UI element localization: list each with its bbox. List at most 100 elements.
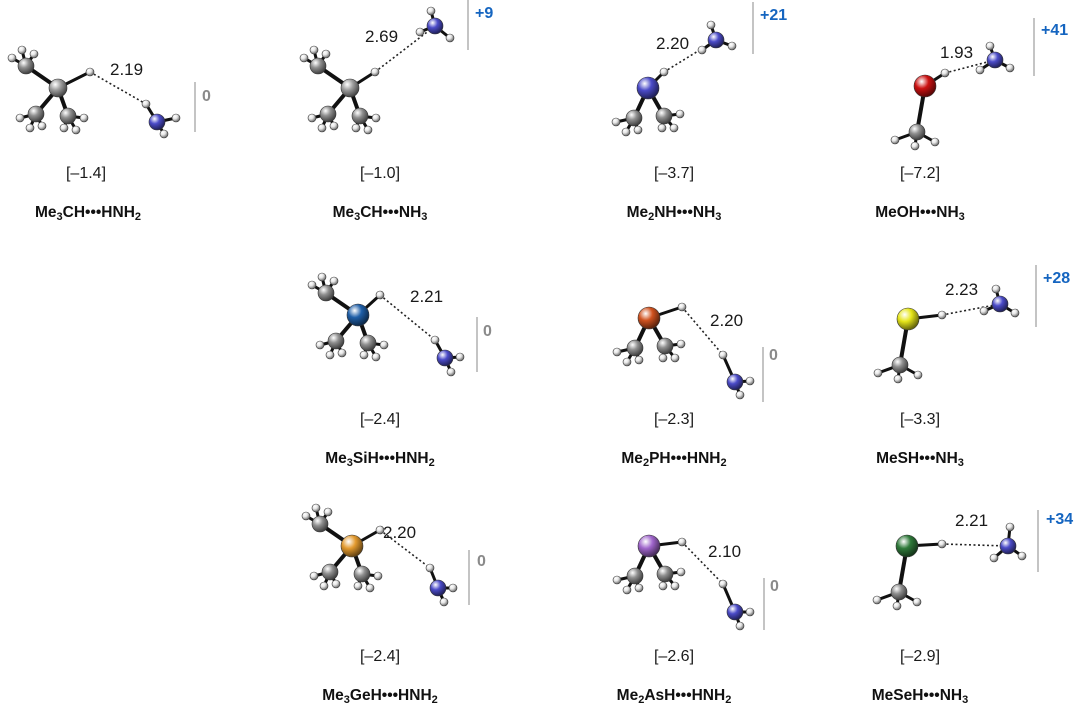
shift-bar bbox=[468, 550, 470, 605]
hydrogen-atom bbox=[670, 581, 680, 591]
donor-hydrogen-atom bbox=[659, 67, 669, 77]
panel-me3ch-hnh2: 2.19 0 [–1.4] Me3CH•••HNH2 bbox=[0, 0, 260, 235]
molecule-diagram bbox=[890, 41, 1015, 151]
hydrogen-atom bbox=[309, 571, 319, 581]
carbon-atom bbox=[891, 356, 909, 374]
donor-hydrogen-atom bbox=[937, 539, 947, 549]
hydrogen-atom bbox=[612, 575, 622, 585]
binding-energy: [–2.4] bbox=[359, 648, 401, 665]
donor-hydrogen-atom bbox=[677, 537, 687, 547]
donor-hydrogen-atom bbox=[375, 525, 385, 535]
molecule-diagram bbox=[612, 302, 755, 400]
carbon-atom bbox=[656, 565, 674, 583]
hydrogen-atom bbox=[371, 113, 381, 123]
complex-label: Me2PH•••HNH2 bbox=[621, 450, 727, 469]
molecule-diagram bbox=[612, 534, 755, 631]
binding-energy: [–1.4] bbox=[65, 165, 107, 182]
central-atom bbox=[913, 74, 937, 98]
hydrogen-atom bbox=[890, 135, 900, 145]
hydrogen-atom bbox=[675, 109, 685, 119]
hydrogen-atom bbox=[37, 121, 47, 131]
hydrogen-atom bbox=[159, 129, 169, 139]
panel-mesh-nh3: 2.23 +28 [–3.3] MeSH•••NH3 bbox=[850, 245, 1080, 480]
central-atom bbox=[346, 303, 370, 327]
molecule-diagram bbox=[299, 6, 455, 135]
distance-label: 2.20 bbox=[710, 311, 744, 330]
donor-hydrogen-atom bbox=[940, 68, 950, 78]
hydrogen-atom bbox=[975, 65, 985, 75]
hydrogen-atom bbox=[371, 352, 381, 362]
carbon-atom bbox=[311, 515, 329, 533]
nitrogen-atom bbox=[999, 537, 1017, 555]
hydrogen-atom bbox=[745, 376, 755, 386]
central-atom bbox=[895, 534, 919, 558]
hydrogen-atom bbox=[912, 597, 922, 607]
hydrogen-atom bbox=[745, 607, 755, 617]
hydrogen-atom bbox=[612, 347, 622, 357]
hydrogen-atom bbox=[15, 113, 25, 123]
binding-energy: [–2.6] bbox=[653, 648, 695, 665]
hydrogen-atom bbox=[985, 41, 995, 51]
hydrogen-atom bbox=[622, 585, 632, 595]
complex-label: MeOH•••NH3 bbox=[875, 204, 965, 223]
molecule-diagram bbox=[7, 45, 181, 139]
carbon-atom bbox=[317, 284, 335, 302]
hydrogen-atom bbox=[727, 41, 737, 51]
carbon-atom bbox=[359, 334, 377, 352]
hydrogen-atom bbox=[634, 583, 644, 593]
hydrogen-atom bbox=[676, 339, 686, 349]
central-atom bbox=[340, 78, 360, 98]
carbon-atom bbox=[890, 583, 908, 601]
distance-label: 2.19 bbox=[110, 60, 144, 79]
complex-label: Me3SiH•••HNH2 bbox=[325, 450, 435, 469]
shift-bar bbox=[763, 578, 765, 630]
hydrogen-atom bbox=[299, 53, 309, 63]
shift-bar bbox=[752, 2, 754, 54]
molecule-diagram bbox=[611, 20, 737, 137]
hydrogen-atom bbox=[873, 368, 883, 378]
carbon-atom bbox=[27, 105, 45, 123]
central-atom bbox=[636, 76, 660, 100]
hydrogen-atom bbox=[171, 113, 181, 123]
complex-label: Me3GeH•••HNH2 bbox=[322, 687, 438, 706]
donor-hydrogen-atom bbox=[370, 67, 380, 77]
nitrogen-atom bbox=[707, 31, 725, 49]
distance-label: 1.93 bbox=[940, 43, 974, 62]
panel-me2nh-nh3: 2.20 +21 [–3.7] Me2NH•••NH3 bbox=[580, 0, 840, 235]
hydrogen-atom bbox=[307, 113, 317, 123]
binding-energy: [–1.0] bbox=[359, 165, 401, 182]
donor-hydrogen-atom bbox=[375, 290, 385, 300]
hydrogen-atom bbox=[307, 280, 317, 290]
complex-label: Me3CH•••NH3 bbox=[332, 204, 428, 223]
hydrogen-atom bbox=[446, 367, 456, 377]
hydrogen-atom bbox=[634, 355, 644, 365]
carbon-atom bbox=[321, 563, 339, 581]
panel-meoh-nh3: 1.93 +41 [–7.2] MeOH•••NH3 bbox=[850, 0, 1080, 235]
shift-bar bbox=[476, 317, 478, 372]
complex-label: Me2NH•••NH3 bbox=[626, 204, 722, 223]
hydrogen-atom bbox=[913, 370, 923, 380]
hydrogen-atom bbox=[991, 284, 1001, 294]
carbon-atom bbox=[319, 105, 337, 123]
hydrogen-atom bbox=[611, 117, 621, 127]
hydrogen-atom bbox=[979, 306, 989, 316]
hydrogen-atom bbox=[315, 340, 325, 350]
hydrogen-atom bbox=[670, 353, 680, 363]
molecule-diagram bbox=[301, 503, 458, 607]
shift-bar bbox=[762, 347, 764, 402]
hydrogen-atom bbox=[892, 601, 902, 611]
hydrogen-atom bbox=[718, 350, 728, 360]
shift-value: +21 bbox=[760, 7, 788, 24]
carbon-atom bbox=[327, 332, 345, 350]
molecule-diagram bbox=[307, 272, 465, 377]
central-atom bbox=[637, 306, 661, 330]
shift-bar bbox=[1037, 510, 1039, 572]
distance-label: 2.20 bbox=[383, 523, 417, 542]
nitrogen-atom bbox=[429, 579, 447, 597]
hydrogen-atom bbox=[455, 352, 465, 362]
shift-value: +41 bbox=[1041, 22, 1069, 39]
complex-label: MeSeH•••NH3 bbox=[871, 687, 969, 706]
hydrogen-atom bbox=[633, 125, 643, 135]
hydrogen-atom bbox=[329, 276, 339, 286]
hydrogen-atom bbox=[7, 53, 17, 63]
